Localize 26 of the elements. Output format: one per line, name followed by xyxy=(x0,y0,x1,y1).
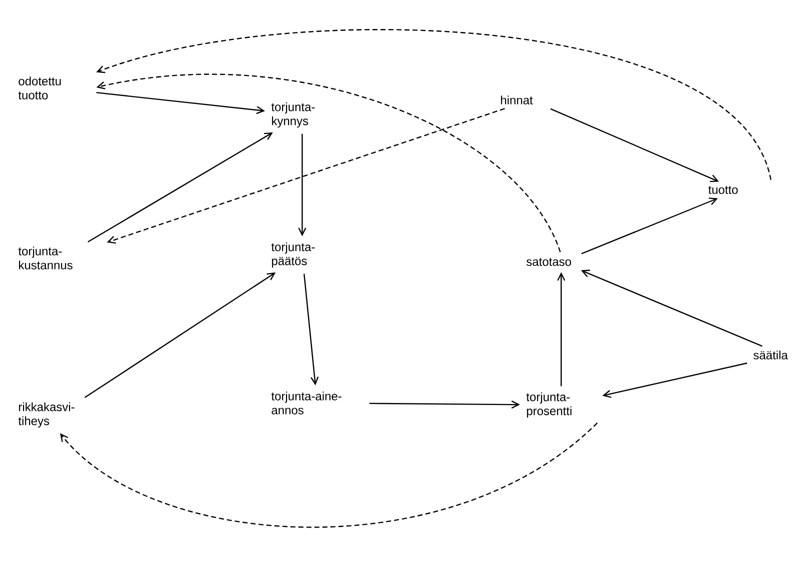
arrow xyxy=(84,272,276,398)
arrow xyxy=(96,30,772,180)
node-label: tuotto xyxy=(708,186,738,194)
arrow xyxy=(96,92,266,114)
node-label: rikkakasvi- tiheys xyxy=(18,402,74,428)
node-label: torjunta- kustannus xyxy=(18,246,72,270)
arrow xyxy=(557,272,566,386)
arrow xyxy=(550,108,719,182)
arrow xyxy=(581,270,763,347)
node-label: säätila xyxy=(754,350,788,360)
arrow xyxy=(304,274,319,386)
node-label: hinnat xyxy=(501,96,533,104)
node-label: odotettu tuotto xyxy=(18,76,61,100)
node-label: torjunta-aine- annos xyxy=(271,392,342,414)
arrow xyxy=(96,74,561,252)
arrow xyxy=(298,134,306,236)
arrow xyxy=(88,132,273,242)
arrow xyxy=(106,108,505,244)
node-label: torjunta- kynnys xyxy=(271,102,315,128)
node-label: torjunta- prosentti xyxy=(526,392,572,418)
node-label: satotaso xyxy=(526,258,572,266)
arrow xyxy=(60,422,598,528)
arrow xyxy=(602,362,748,398)
node-label: torjunta- päätös xyxy=(271,242,315,268)
arrow xyxy=(581,198,718,254)
arrow xyxy=(369,400,520,409)
